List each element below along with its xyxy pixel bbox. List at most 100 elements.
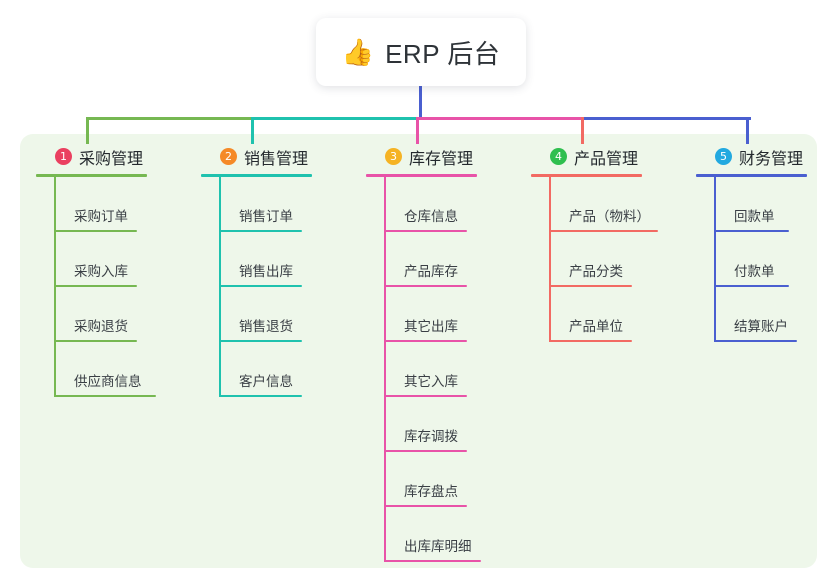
leaf-rule (714, 340, 797, 342)
column-header-1[interactable]: 1 采购管理 (36, 143, 147, 170)
leaf-rule (219, 340, 302, 342)
leaf-label: 其它入库 (404, 374, 458, 389)
drop-column-5 (746, 117, 749, 144)
drop-column-1 (86, 117, 89, 144)
leaf-item[interactable]: 结算账户 (714, 287, 807, 342)
segment-blue (584, 117, 751, 120)
leaf-spine-4 (549, 177, 551, 342)
column-badge-4: 4 (550, 148, 567, 165)
drop-column-2 (251, 117, 254, 144)
leaf-label: 产品（物料） (569, 209, 650, 224)
leaf-rule (549, 230, 658, 232)
leaf-rule (219, 230, 302, 232)
column-3: 3 库存管理仓库信息产品库存其它出库其它入库库存调拨库存盘点出库库明细 (366, 143, 481, 562)
column-rule-5 (696, 174, 807, 177)
leaf-item[interactable]: 产品单位 (549, 287, 642, 342)
leaf-rule (54, 395, 156, 397)
leaf-rule (384, 560, 481, 562)
leaf-label: 库存调拨 (404, 429, 458, 444)
leaf-item[interactable]: 产品（物料） (549, 177, 658, 232)
leaf-rule (54, 340, 137, 342)
leaf-item[interactable]: 销售出库 (219, 232, 312, 287)
leaf-item[interactable]: 采购退货 (54, 287, 147, 342)
leaf-list-1: 采购订单采购入库采购退货供应商信息 (36, 177, 156, 397)
segment-green (86, 117, 254, 120)
leaf-rule (714, 230, 789, 232)
leaf-label: 仓库信息 (404, 209, 458, 224)
leaf-label: 销售订单 (239, 209, 293, 224)
leaf-label: 采购退货 (74, 319, 128, 334)
leaf-list-2: 销售订单销售出库销售退货客户信息 (201, 177, 312, 397)
leaf-item[interactable]: 销售退货 (219, 287, 312, 342)
leaf-rule (384, 505, 467, 507)
leaf-label: 出库库明细 (404, 539, 472, 554)
leaf-label: 产品单位 (569, 319, 623, 334)
column-rule-3 (366, 174, 477, 177)
leaf-item[interactable]: 产品分类 (549, 232, 642, 287)
root-title: ERP 后台 (385, 38, 501, 69)
leaf-label: 库存盘点 (404, 484, 458, 499)
leaf-item[interactable]: 供应商信息 (54, 342, 156, 397)
leaf-item[interactable]: 回款单 (714, 177, 807, 232)
leaf-rule (384, 285, 467, 287)
leaf-item[interactable]: 库存调拨 (384, 397, 477, 452)
column-1: 1 采购管理采购订单采购入库采购退货供应商信息 (36, 143, 156, 397)
leaf-item[interactable]: 付款单 (714, 232, 807, 287)
column-title-3: 库存管理 (409, 150, 474, 168)
column-title-2: 销售管理 (244, 150, 309, 168)
leaf-item[interactable]: 采购订单 (54, 177, 147, 232)
leaf-rule (384, 450, 467, 452)
leaf-label: 销售退货 (239, 319, 293, 334)
leaf-rule (714, 285, 789, 287)
column-rule-4 (531, 174, 642, 177)
column-header-3[interactable]: 3 库存管理 (366, 143, 477, 170)
leaf-item[interactable]: 客户信息 (219, 342, 312, 397)
leaf-item[interactable]: 其它入库 (384, 342, 477, 397)
leaf-rule (54, 285, 137, 287)
column-header-4[interactable]: 4 产品管理 (531, 143, 642, 170)
segment-teal (254, 117, 419, 120)
leaf-rule (549, 285, 632, 287)
column-rule-2 (201, 174, 312, 177)
leaf-label: 产品分类 (569, 264, 623, 279)
leaf-item[interactable]: 仓库信息 (384, 177, 477, 232)
leaf-label: 供应商信息 (74, 374, 142, 389)
leaf-label: 付款单 (734, 264, 775, 279)
column-badge-3: 3 (385, 148, 402, 165)
leaf-rule (549, 340, 632, 342)
leaf-label: 结算账户 (734, 319, 788, 334)
leaf-rule (219, 395, 302, 397)
leaf-item[interactable]: 销售订单 (219, 177, 312, 232)
leaf-rule (54, 230, 137, 232)
leaf-list-5: 回款单付款单结算账户 (696, 177, 807, 342)
leaf-label: 客户信息 (239, 374, 293, 389)
segment-pink (419, 117, 584, 120)
leaf-rule (384, 340, 467, 342)
leaf-label: 产品库存 (404, 264, 458, 279)
column-badge-5: 5 (715, 148, 732, 165)
drop-column-4 (581, 117, 584, 144)
column-title-1: 采购管理 (79, 150, 144, 168)
root-stem (419, 86, 422, 119)
leaf-item[interactable]: 其它出库 (384, 287, 477, 342)
leaf-rule (384, 395, 467, 397)
column-badge-1: 1 (55, 148, 72, 165)
leaf-list-3: 仓库信息产品库存其它出库其它入库库存调拨库存盘点出库库明细 (366, 177, 481, 562)
leaf-spine-2 (219, 177, 221, 397)
leaf-label: 采购订单 (74, 209, 128, 224)
thumbs-up-icon: 👍 (341, 37, 375, 67)
leaf-item[interactable]: 采购入库 (54, 232, 147, 287)
drop-column-3 (416, 117, 419, 144)
root-node[interactable]: 👍 ERP 后台 (316, 18, 526, 86)
leaf-item[interactable]: 出库库明细 (384, 507, 481, 562)
diagram-panel (20, 134, 817, 568)
column-rule-1 (36, 174, 147, 177)
leaf-item[interactable]: 产品库存 (384, 232, 477, 287)
leaf-rule (219, 285, 302, 287)
leaf-item[interactable]: 库存盘点 (384, 452, 477, 507)
leaf-spine-3 (384, 177, 386, 562)
column-title-4: 产品管理 (574, 150, 639, 168)
